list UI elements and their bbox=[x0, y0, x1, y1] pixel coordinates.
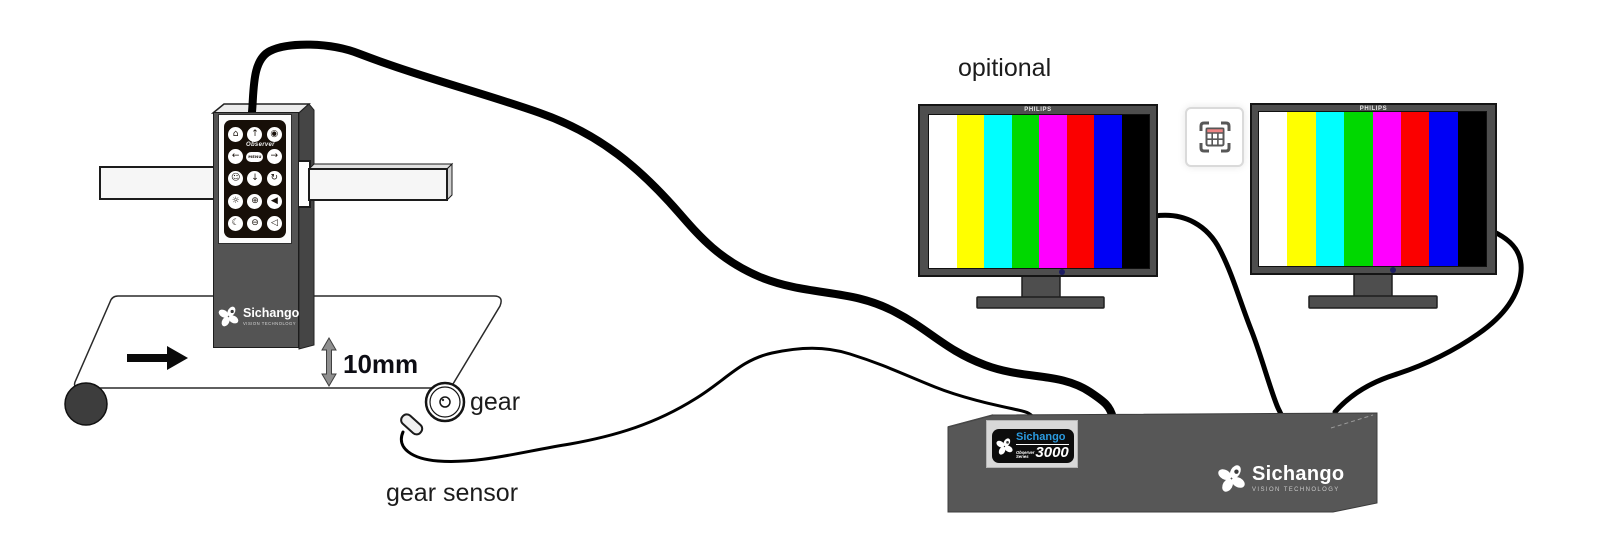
gear-hub bbox=[439, 396, 451, 408]
rail-left bbox=[99, 166, 216, 200]
processor-edge-highlight bbox=[1330, 414, 1374, 429]
label-distance: 10mm bbox=[343, 349, 419, 379]
keypad-button[interactable]: ← bbox=[228, 149, 244, 165]
cable-camera bbox=[248, 40, 1117, 422]
color-bar bbox=[1066, 115, 1094, 268]
keypad-button[interactable]: → bbox=[266, 149, 282, 165]
keypad-button[interactable]: ☾ bbox=[228, 216, 244, 232]
table-capture-icon bbox=[1199, 121, 1230, 153]
brand-tagline: VISION TECHNOLOGY bbox=[243, 320, 297, 326]
monitor-2: PHILIPS bbox=[1250, 103, 1497, 275]
gear-sensor bbox=[400, 413, 424, 436]
keypad-button[interactable]: ↓ bbox=[247, 171, 263, 187]
color-bar bbox=[1039, 115, 1067, 268]
pinwheel-icon bbox=[217, 305, 240, 328]
label-gear: gear bbox=[470, 388, 521, 416]
sichango-logo-processor: Sichango VISION TECHNOLOGY bbox=[1216, 463, 1344, 494]
label-gear-sensor: gear sensor bbox=[386, 479, 519, 507]
monitor-1: PHILIPS bbox=[918, 104, 1158, 277]
camera-side-face bbox=[298, 103, 315, 350]
color-bar bbox=[1121, 115, 1149, 268]
distance-arrow bbox=[321, 337, 337, 387]
keypad-button[interactable]: ⊖ bbox=[247, 216, 263, 232]
label-optional: opitional bbox=[958, 54, 1052, 82]
color-bar bbox=[1344, 112, 1373, 266]
keypad-button[interactable]: ↻ bbox=[266, 171, 282, 187]
keypad-button[interactable]: ☺ bbox=[228, 171, 244, 187]
keypad-button[interactable]: ⌂ bbox=[228, 126, 244, 142]
keypad-button[interactable]: ◁ bbox=[266, 216, 282, 232]
brand-tagline: VISION TECHNOLOGY bbox=[1252, 487, 1340, 493]
camera-keypad: ⌂↑◉ ←MENU→ ☺↓↻ ☼⊕◀ ☾⊖◁ bbox=[224, 120, 286, 238]
color-bar bbox=[1259, 112, 1288, 266]
color-bar bbox=[1457, 112, 1486, 266]
pinwheel-icon bbox=[1216, 463, 1247, 494]
belt-direction-arrow bbox=[127, 346, 188, 370]
monitor-1-stand-base bbox=[976, 296, 1105, 309]
pinwheel-icon bbox=[995, 437, 1014, 456]
color-bar bbox=[984, 115, 1012, 268]
badge-series-line2: Series bbox=[1016, 454, 1029, 460]
monitor-1-screen bbox=[928, 114, 1150, 269]
color-bar bbox=[1400, 112, 1430, 266]
badge-model: 3000 bbox=[1035, 444, 1069, 462]
monitor-1-stand-neck bbox=[1021, 275, 1061, 299]
monitor-2-stand-neck bbox=[1353, 272, 1393, 299]
keypad-button[interactable]: ↑ bbox=[247, 126, 263, 142]
keypad-button[interactable]: ◉ bbox=[266, 126, 282, 142]
color-bar bbox=[1094, 115, 1122, 268]
monitor-2-stand-base bbox=[1308, 295, 1438, 309]
monitor-2-screen bbox=[1258, 111, 1487, 267]
badge-brand: Sichango bbox=[1016, 432, 1069, 446]
philips-logo: PHILIPS bbox=[1359, 106, 1388, 112]
brand-name: Sichango bbox=[1252, 463, 1345, 485]
keypad-button[interactable]: ⊕ bbox=[247, 193, 263, 209]
sichango-logo-camera: Sichango VISION TECHNOLOGY bbox=[217, 305, 299, 328]
cable-monitor-2 bbox=[1332, 228, 1524, 415]
keypad-button[interactable]: MENU bbox=[246, 151, 264, 162]
color-bar bbox=[1429, 112, 1458, 266]
philips-logo: PHILIPS bbox=[1024, 107, 1052, 113]
cable-gear-sensor bbox=[399, 346, 1037, 463]
color-bar bbox=[1372, 112, 1401, 266]
color-bar bbox=[1287, 112, 1316, 266]
processor-top-bevel bbox=[947, 414, 994, 428]
color-bar bbox=[929, 115, 957, 268]
keypad-button[interactable]: ☼ bbox=[228, 193, 244, 209]
belt-roller bbox=[64, 382, 108, 426]
color-bar bbox=[1011, 115, 1039, 268]
color-bar bbox=[956, 115, 984, 268]
brand-name: Sichango bbox=[243, 306, 300, 321]
gear-hub-dot bbox=[441, 398, 445, 402]
power-led bbox=[1059, 269, 1065, 275]
keypad-button[interactable]: ◀ bbox=[266, 193, 282, 209]
processor-badge: Sichango Observer Series 3000 bbox=[992, 429, 1074, 463]
cable-monitor-1 bbox=[1152, 212, 1286, 422]
color-bar bbox=[1315, 112, 1345, 266]
table-capture-button[interactable] bbox=[1185, 107, 1244, 167]
table-icon-header bbox=[1205, 127, 1224, 134]
power-led bbox=[1390, 267, 1396, 273]
rail-right bbox=[308, 168, 448, 201]
gear-ring bbox=[429, 386, 461, 418]
camera-model-label: Observer bbox=[246, 142, 275, 148]
badge-series-line1: Observer bbox=[1016, 449, 1035, 455]
